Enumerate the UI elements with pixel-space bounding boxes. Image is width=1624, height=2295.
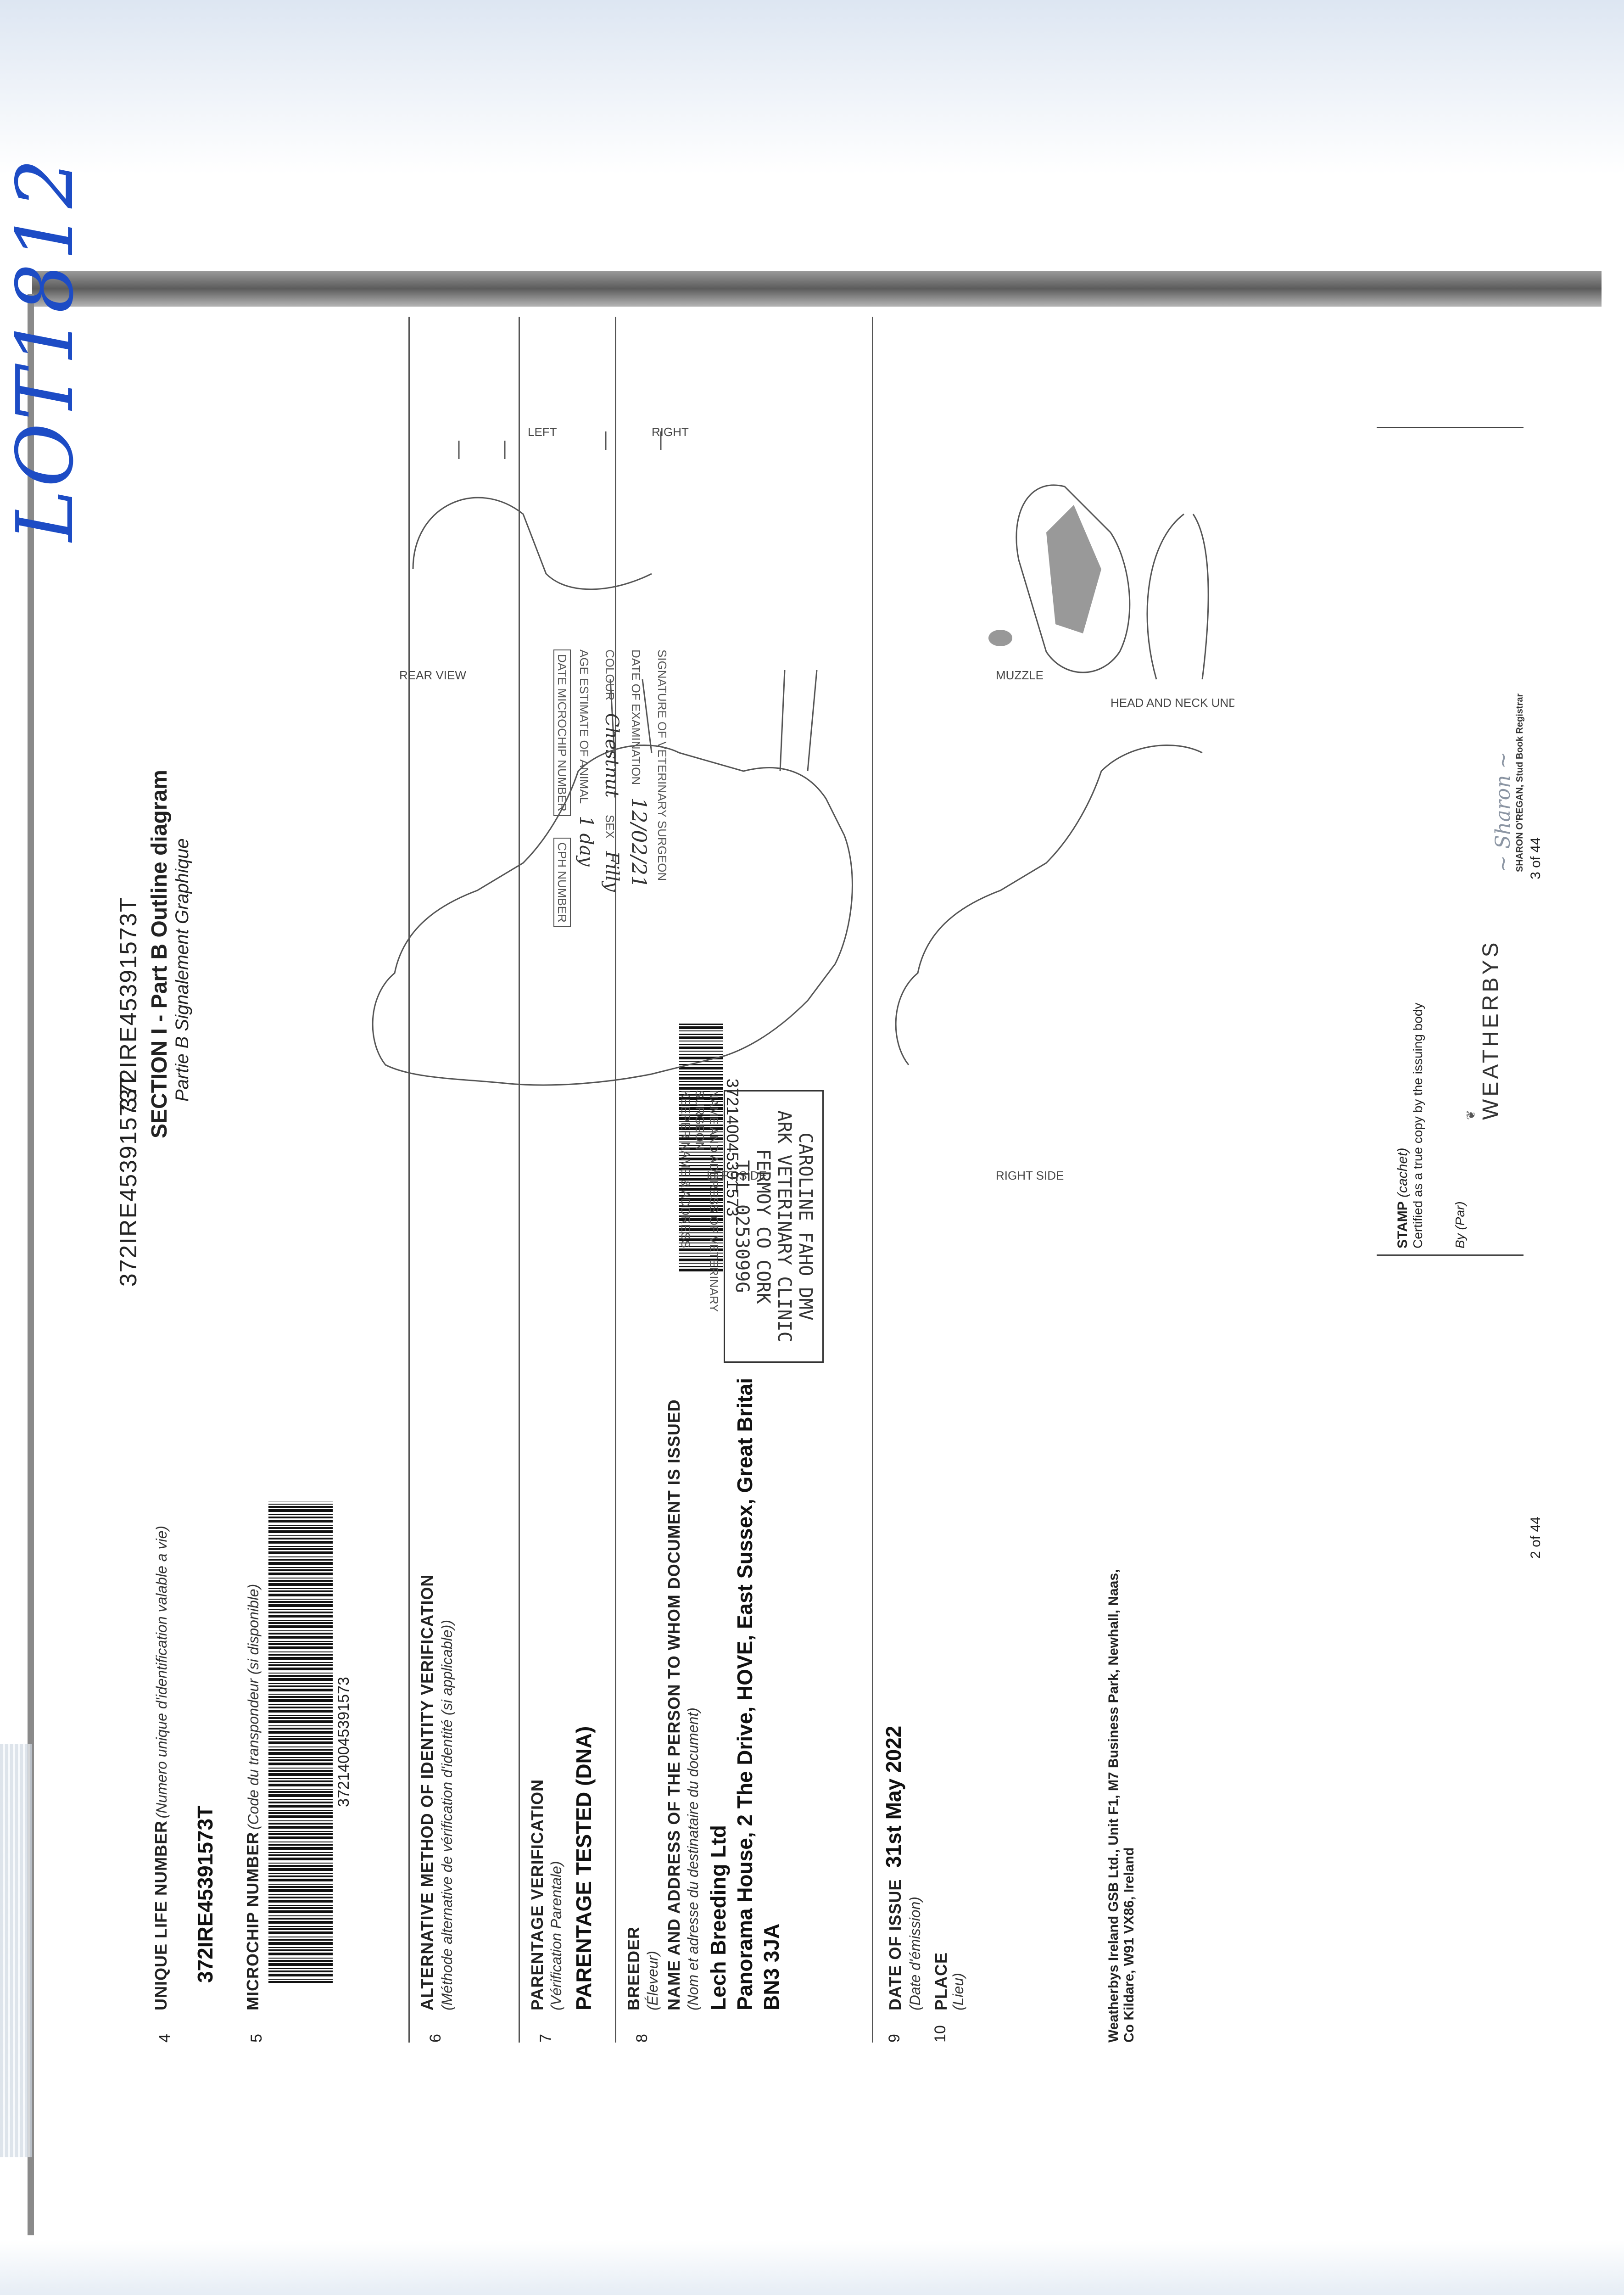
diagram-label-left: LEFT [528, 425, 557, 439]
keeper-label: KEEPER NAME & ADDRESS [679, 1090, 692, 1248]
date-of-examination-value: 12/02/21 [627, 797, 650, 889]
stamp-text: STAMP (cachet) Certified as a true copy … [1395, 441, 1468, 1248]
microchip-barcode [268, 1501, 333, 1983]
age-estimate-value: 1 day [575, 816, 597, 867]
page-2-footer: 2 of 44 [1528, 1517, 1543, 1559]
scan-bottom-shade [0, 2240, 1624, 2295]
handwritten-signature: ~ Sharon ~ [1491, 751, 1515, 872]
outline-diagram: LEFT SIDE RIGHT SIDE LEFT RIGHT REAR VIE… [372, 425, 1234, 1182]
field-10-label-fr: (Lieu) [950, 1973, 966, 2010]
scan-edge-bar [32, 271, 1602, 307]
field-5-label: MICROCHIP NUMBER [243, 1831, 262, 2010]
field-8-number: 8 [633, 2034, 651, 2043]
field-5-label-fr: (Code du transpondeur (si disponible) [245, 1584, 262, 1830]
field-7-label-fr: (Vérification Parentale) [548, 1861, 564, 2010]
field-6-label: ALTERNATIVE METHOD OF IDENTITY VERIFICAT… [418, 1574, 436, 2010]
stamp-label-fr: (cachet) [1395, 1148, 1410, 1198]
breeder-address: Panorama House, 2 The Drive, HOVE, East … [733, 1378, 757, 2010]
age-estimate-label: AGE ESTIMATE OF ANIMAL [577, 649, 591, 804]
field-8-label-2: NAME AND ADDRESS OF THE PERSON TO WHOM D… [664, 1399, 683, 2010]
signatory-name: SHARON O'REGAN, Stud Book Registrar [1515, 693, 1525, 872]
page-3-footer: 3 of 44 [1528, 837, 1543, 879]
field-9-label: DATE OF ISSUE [886, 1879, 904, 2010]
sex-value: Filly [601, 851, 622, 892]
horse-outline-left-side [372, 744, 853, 1086]
crest-icon: ❦ [1464, 1110, 1478, 1120]
field-6-number: 6 [427, 2034, 444, 2043]
field-9-label-fr: (Date d'émission) [907, 1897, 923, 2010]
page2-header-code: 372IRE45391573T [115, 1072, 142, 1287]
stamp-label: STAMP [1395, 1201, 1410, 1248]
stamp-certified-text: Certified as a true copy by the issuing … [1411, 1002, 1425, 1248]
field-7-number: 7 [537, 2034, 554, 2043]
field-4-label-fr: (Numero unique d'identification valable … [153, 1525, 170, 1819]
field-8-label-fr: (Éleveur) [644, 1951, 661, 2010]
scan-top-shade [0, 0, 1624, 174]
head-front-view [1016, 484, 1131, 673]
vet-line-2: ARK VETERINARY CLINIC [774, 1110, 795, 1343]
diagram-label-right: RIGHT [652, 425, 689, 439]
cph-number-label: CPH NUMBER [553, 838, 571, 927]
diagram-label-right-side: RIGHT SIDE [996, 1169, 1064, 1182]
field-4-number: 4 [156, 2034, 173, 2043]
sex-label: SEX [603, 814, 617, 839]
field-4-value: 372IRE45391573T [193, 1805, 217, 1983]
breeder-postcode: BN3 3JA [759, 1923, 783, 2010]
field-6-label-fr: (Méthode alternative de vérification d'i… [439, 1620, 455, 2010]
vet-line-4: TEL 0253099G [731, 1160, 753, 1293]
weatherbys-block: ❦ WEATHERBYS [1464, 845, 1503, 1120]
diagram-label-left-side: LEFT SIDE [707, 1169, 767, 1182]
field-5-number: 5 [248, 2034, 265, 2043]
microchip-barcode-text: 372140045391573 [335, 1677, 352, 1807]
signatory-block: ~ Sharon ~ SHARON O'REGAN, Stud Book Reg… [1491, 551, 1525, 872]
diagram-label-rear-view: REAR VIEW [399, 668, 466, 682]
field-10-label: PLACE [932, 1952, 950, 2010]
weatherbys-wordmark: WEATHERBYS [1479, 940, 1503, 1120]
date-microchip-label: DATE MICROCHIP NUMBER [553, 649, 571, 816]
field-10-number: 10 [932, 2025, 949, 2043]
vet-line-1: CAROLINE FAHO DMV [795, 1132, 816, 1321]
legs-left-side [609, 670, 818, 772]
scan-artifact [0, 1744, 32, 2157]
date-of-examination-label: DATE OF EXAMINATION [629, 649, 643, 785]
horse-outline-right-side [895, 744, 1203, 1065]
breeder-name: Lech Breeding Ltd [706, 1825, 730, 2010]
vet-line-3: FERMOY CO CORK [753, 1149, 774, 1304]
diagram-label-muzzle: MUZZLE [996, 668, 1044, 682]
field-9-number: 9 [886, 2034, 903, 2043]
neck-underside-view [1146, 513, 1209, 680]
face-marking-blaze [1046, 505, 1101, 633]
handwritten-lot-number: LOT1812 [0, 156, 91, 542]
field-7-value: PARENTAGE TESTED (DNA) [572, 1726, 596, 2010]
vet-box-title: NAME AND ADDRESS OF VETERINARY SURGEON [693, 1090, 721, 1312]
stamp-area [1377, 427, 1524, 1256]
field-4-label: UNIQUE LIFE NUMBER [151, 1820, 170, 2010]
vet-stamp: CAROLINE FAHO DMV ARK VETERINARY CLINIC … [724, 1090, 824, 1363]
muzzle-mark [988, 630, 1012, 646]
vet-signature-label: SIGNATURE OF VETERINARY SURGEON [655, 649, 669, 881]
field-8-label: BREEDER [624, 1926, 643, 2010]
date-of-issue-value: 31st May 2022 [882, 1725, 905, 1868]
vet-details-block: CAROLINE FAHO DMV ARK VETERINARY CLINIC … [122, 640, 833, 1363]
field-7-label: PARENTAGE VERIFICATION [528, 1779, 547, 2010]
field-8-label-2-fr: (Nom et adresse du destinataire du docum… [685, 1707, 701, 2010]
legs-view [412, 431, 662, 590]
colour-label: COLOUR [603, 649, 617, 701]
diagram-label-head-neck: HEAD AND NECK UNDERSIDE VIEW [1111, 696, 1234, 710]
colour-value: Chestnut [601, 713, 622, 798]
